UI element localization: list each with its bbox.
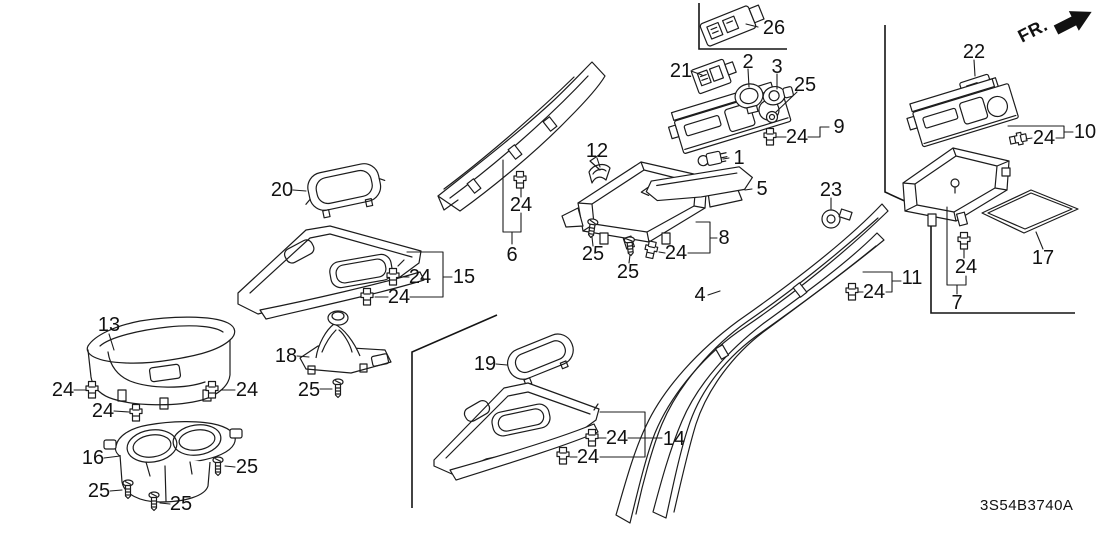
part-14-console-panel: [433, 382, 600, 481]
part-18-shift-boot: [299, 310, 392, 375]
callout-24-16: 24: [235, 379, 259, 401]
callout-24-40: 24: [1032, 127, 1056, 149]
part-23-grommet: [821, 208, 853, 229]
callout-24-42: 24: [954, 256, 978, 278]
callout-24-15: 24: [51, 379, 75, 401]
callout-25-20: 25: [87, 480, 111, 502]
part-12-bracket: [588, 163, 611, 184]
part-13-console-tray: [86, 316, 236, 410]
callout-5-8: 5: [756, 178, 768, 200]
callout-13-14: 13: [97, 314, 121, 336]
callout-16-18: 16: [81, 447, 105, 469]
callout-24-5: 24: [785, 126, 809, 148]
callout-20-10: 20: [270, 179, 294, 201]
callout-24-33: 24: [862, 281, 886, 303]
part-2-outlet-socket: [734, 83, 764, 115]
callout-10-39: 10: [1073, 121, 1097, 143]
part-20-shift-bezel: [305, 163, 386, 219]
part-17-mat: [981, 189, 1079, 234]
part-26-switch: [699, 4, 765, 47]
callout-23-30: 23: [819, 179, 843, 201]
callout-18-22: 18: [274, 345, 298, 367]
part-6-side-garnish: [437, 61, 606, 212]
callout-24-37: 24: [576, 446, 600, 468]
part-7-base-frame: [902, 147, 1011, 227]
part-19-bezel: [507, 333, 574, 387]
callout-19-34: 19: [473, 353, 497, 375]
callout-12-9: 12: [585, 140, 609, 162]
part-1-bulb-socket: [697, 150, 728, 167]
part-11-side-garnish: [652, 232, 885, 519]
callout-25-27: 25: [616, 261, 640, 283]
fr-arrow-icon: [1053, 11, 1092, 35]
callout-24-17: 24: [91, 400, 115, 422]
callout-26-0: 26: [762, 17, 786, 39]
callout-14-36: 14: [662, 428, 686, 450]
callout-4-31: 4: [694, 284, 706, 306]
callout-22-38: 22: [962, 41, 986, 63]
callout-15-12: 15: [452, 266, 476, 288]
callout-25-23: 25: [297, 379, 321, 401]
callout-8-29: 8: [718, 227, 730, 249]
callout-24-28: 24: [664, 242, 688, 264]
callout-24-13: 24: [387, 286, 411, 308]
part-3-lighter-plug: [762, 85, 794, 106]
callout-1-7: 1: [733, 147, 745, 169]
callout-24-11: 24: [408, 266, 432, 288]
callout-17-41: 17: [1031, 247, 1055, 269]
part-16-cup-holder: [103, 421, 243, 503]
callout-2-2: 2: [742, 51, 754, 73]
callout-7-43: 7: [951, 292, 963, 314]
callout-6-25: 6: [506, 244, 518, 266]
part-4-side-garnish: [615, 203, 889, 524]
part-10-rear-panel: [906, 78, 1019, 148]
callout-25-21: 25: [169, 493, 193, 515]
part-5-trim: [640, 166, 753, 202]
callout-21-1: 21: [669, 60, 693, 82]
callout-24-24: 24: [509, 194, 533, 216]
callout-9-6: 9: [833, 116, 845, 138]
part-25-nut: [765, 110, 779, 124]
leader-lines: [73, 23, 1074, 505]
callout-24-35: 24: [605, 427, 629, 449]
callout-11-32: 11: [901, 267, 923, 289]
callout-25-4: 25: [793, 74, 817, 96]
diagram-code: 3S54B3740A: [980, 497, 1074, 514]
callout-25-19: 25: [235, 456, 259, 478]
part-21-switch: [690, 58, 737, 95]
callout-3-3: 3: [771, 56, 783, 78]
callout-25-26: 25: [581, 243, 605, 265]
